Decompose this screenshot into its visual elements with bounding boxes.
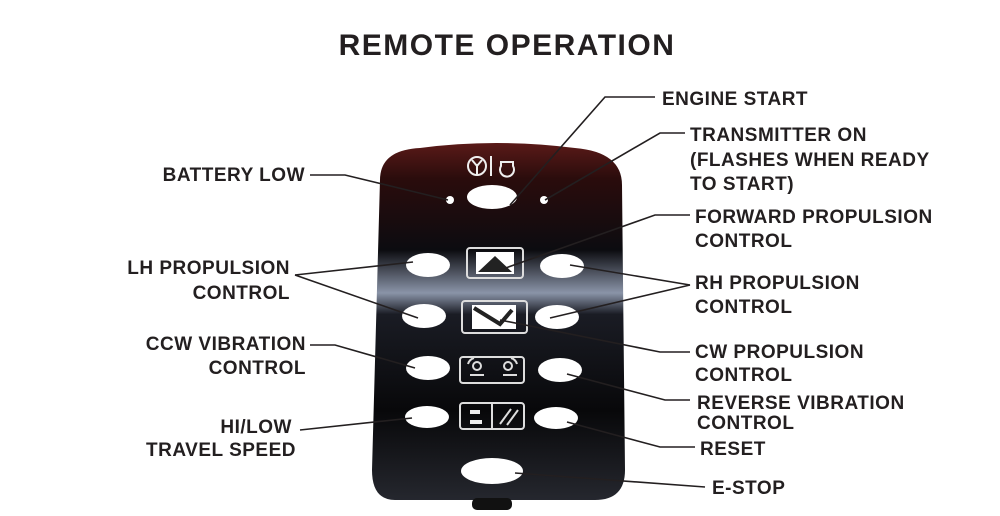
label-travel-speed: TRAVEL SPEED — [146, 440, 296, 461]
hi-low-button[interactable] — [405, 406, 449, 428]
label-rh-propulsion: RH PROPULSION — [695, 273, 860, 294]
e-stop-button[interactable] — [461, 458, 523, 484]
vibration-icon — [459, 356, 525, 384]
leader-lines — [294, 96, 706, 488]
label-cw-propulsion-line2: CONTROL — [695, 365, 792, 386]
cw-propulsion-icon — [461, 300, 528, 334]
label-forward-propulsion: FORWARD PROPULSION — [695, 207, 933, 228]
label-hi-low: HI/LOW — [220, 417, 292, 438]
label-forward-propulsion-line2: CONTROL — [695, 231, 792, 252]
label-reset: RESET — [700, 439, 766, 460]
label-engine-start: ENGINE START — [662, 89, 808, 110]
ccw-vibration-button[interactable] — [406, 356, 450, 380]
lh-forward-button[interactable] — [406, 253, 450, 277]
label-reverse-vibration-line2: CONTROL — [697, 413, 794, 434]
antenna-engine-icon — [467, 156, 515, 178]
label-ccw-vibration-line2: CONTROL — [209, 358, 306, 379]
label-cw-propulsion: CW PROPULSION — [695, 342, 864, 363]
label-transmitter-on-line3: TO START) — [690, 174, 794, 195]
remote-tab — [472, 498, 512, 510]
label-transmitter-on: TRANSMITTER ON — [690, 125, 867, 146]
label-lh-propulsion: LH PROPULSION — [127, 258, 290, 279]
rh-forward-button[interactable] — [540, 254, 584, 278]
reverse-vibration-button[interactable] — [538, 358, 582, 382]
label-transmitter-on-line2: (FLASHES WHEN READY — [690, 150, 930, 171]
label-e-stop: E-STOP — [712, 478, 785, 499]
travel-speed-icon — [459, 402, 525, 430]
transmitter-led — [540, 196, 548, 204]
battery-low-led — [446, 196, 454, 204]
label-ccw-vibration: CCW VIBRATION — [146, 334, 306, 355]
label-rh-propulsion-line2: CONTROL — [695, 297, 792, 318]
lh-reverse-button[interactable] — [402, 304, 446, 328]
page-title: REMOTE OPERATION — [339, 29, 676, 62]
reset-button[interactable] — [534, 407, 578, 429]
label-lh-propulsion-line2: CONTROL — [193, 283, 290, 304]
label-battery-low: BATTERY LOW — [163, 165, 305, 186]
engine-start-button[interactable] — [467, 185, 517, 209]
label-reverse-vibration: REVERSE VIBRATION — [697, 393, 905, 414]
